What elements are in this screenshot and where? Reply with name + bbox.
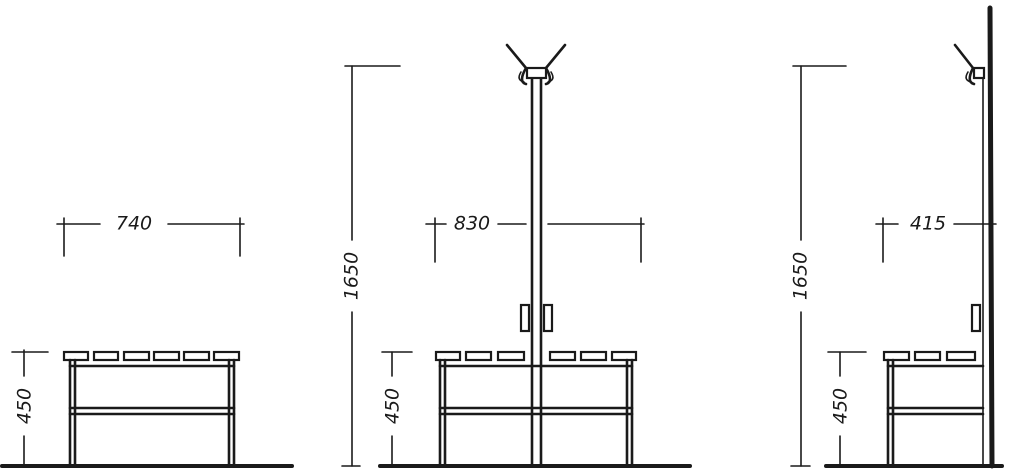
seat-height-dimension: 450	[381, 351, 413, 467]
wall-line	[987, 5, 995, 469]
seat-height-label: 450	[382, 388, 404, 424]
view-bench-double-with-rack: 1650 450 830	[341, 43, 692, 468]
coat-rack-post	[505, 43, 567, 468]
coat-hook-icon	[953, 43, 976, 86]
view-bench-single: 450 740	[0, 213, 294, 468]
total-height-label: 1650	[341, 252, 363, 300]
seat-height-dimension: 450	[11, 349, 49, 467]
width-label: 415	[910, 213, 946, 235]
bench-frame	[434, 350, 638, 466]
width-dimension: 830	[425, 213, 645, 263]
total-height-label: 1650	[790, 252, 812, 300]
seat-height-label: 450	[14, 388, 36, 424]
width-dimension: 415	[875, 213, 997, 263]
width-label: 740	[116, 213, 152, 235]
coat-hook-icon	[505, 43, 528, 86]
width-label: 830	[454, 213, 490, 235]
coat-rack-wall	[953, 43, 986, 333]
seat-height-dimension: 450	[827, 351, 867, 467]
total-height-dimension: 1650	[341, 65, 401, 467]
bench-frame	[882, 350, 985, 466]
seat-height-label: 450	[830, 388, 852, 424]
bench-frame	[62, 350, 241, 466]
width-dimension: 740	[56, 213, 245, 257]
total-height-dimension: 1650	[790, 65, 847, 467]
coat-hook-icon	[544, 43, 567, 86]
view-bench-wall-with-rack: 1650 450 415	[790, 5, 1004, 469]
